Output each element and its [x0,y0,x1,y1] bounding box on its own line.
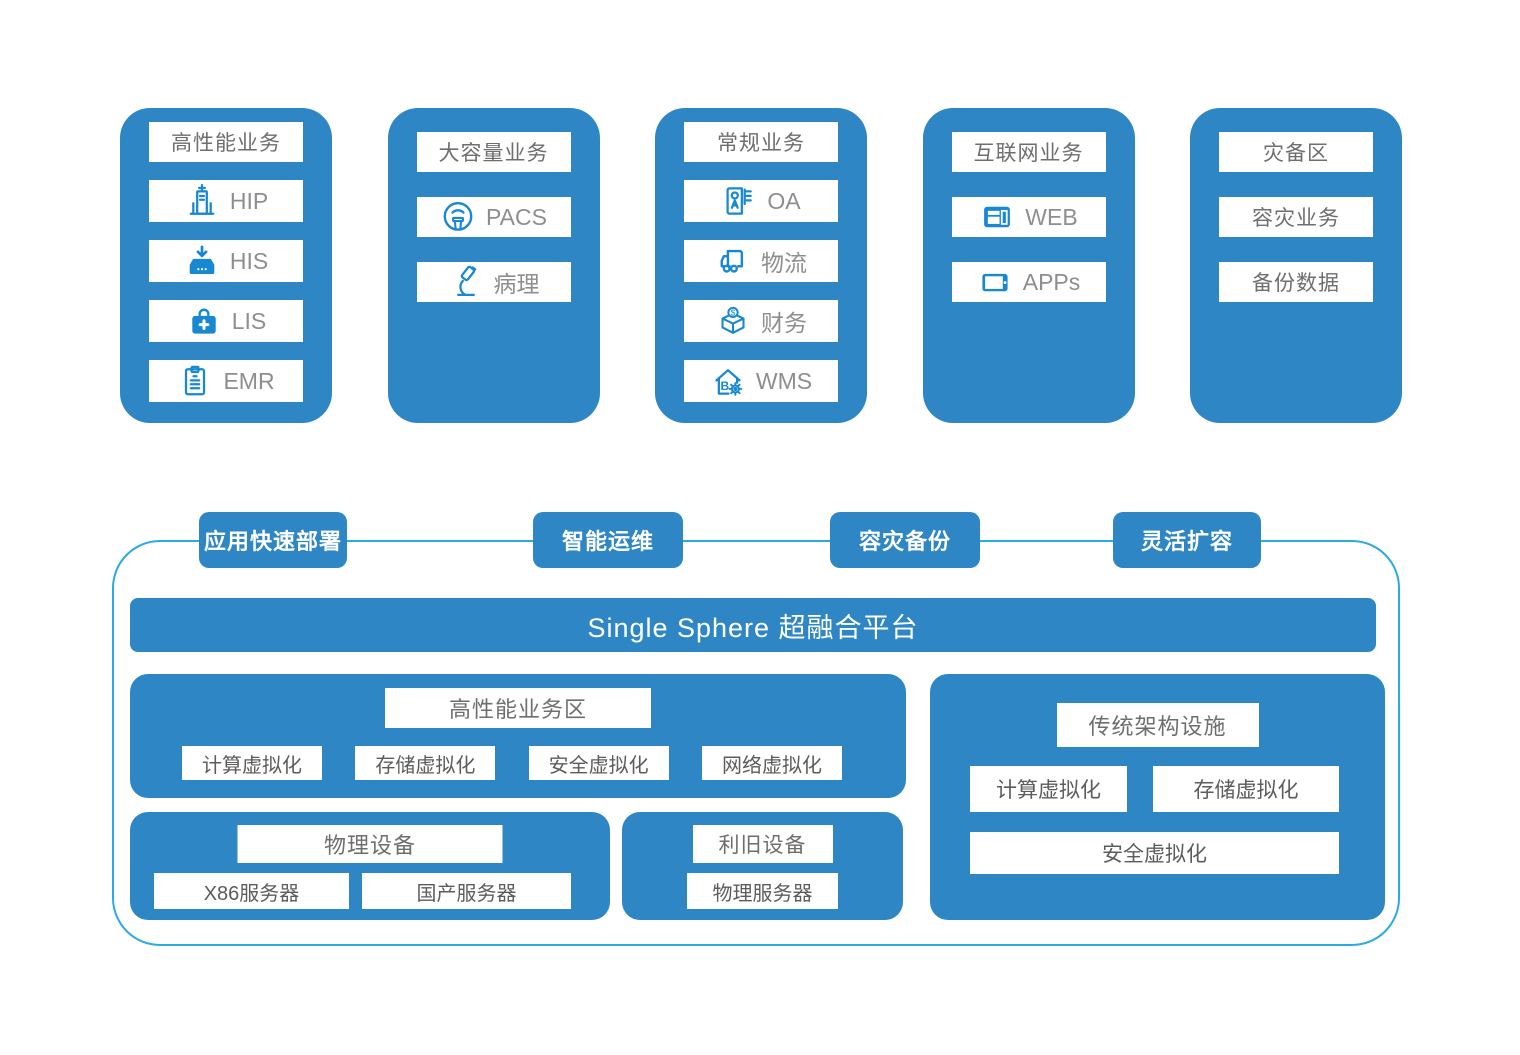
business-cards-row: 高性能业务 HIP HIS LIS EMR 大容量业务 PACS 病理 常规业务 OA 物流 $ 财务 B… [120,108,1402,423]
finance-box-icon: $ [715,303,751,339]
card-item-label: HIS [229,247,269,274]
id-card-icon [721,183,757,219]
virtualization-boxes-row: 安全虚拟化 [970,832,1339,874]
section-title: 传统架构设施 [1056,703,1259,747]
card-item-label: 病理 [493,271,540,297]
card-item-label: WMS [755,367,813,394]
svg-text:$: $ [731,307,736,317]
card-item-label: 财务 [761,310,807,336]
business-card: 高性能业务 HIP HIS LIS EMR [120,108,332,423]
card-title: 常规业务 [684,122,838,162]
feature-button: 灵活扩容 [1113,512,1261,568]
card-item: HIS [149,240,303,282]
card-item-label: PACS [486,203,547,230]
platform-bar-label: Single Sphere 超融合平台 [587,612,919,643]
section-high-performance-zone: 高性能业务区 计算虚拟化存储虚拟化安全虚拟化网络虚拟化 [130,674,906,798]
virtualization-box: 网络虚拟化 [701,746,842,780]
card-title: 灾备区 [1219,132,1373,172]
platform-outline-border [112,540,1400,946]
card-item-label: 物流 [761,250,807,276]
svg-text:B: B [720,379,729,393]
virtualization-box: 计算虚拟化 [970,766,1127,812]
virtualization-boxes-row: 计算虚拟化存储虚拟化安全虚拟化网络虚拟化 [182,746,842,780]
server-box: X86服务器 [154,873,349,909]
feature-button: 应用快速部署 [199,512,347,568]
card-title: 高性能业务 [149,122,303,162]
feature-button: 智能运维 [533,512,683,568]
section-traditional-infrastructure: 传统架构设施 计算虚拟化存储虚拟化 安全虚拟化 [930,674,1385,920]
section-physical-devices: 物理设备 X86服务器国产服务器 [130,812,610,920]
section-title: 利旧设备 [692,825,833,863]
warehouse-gear-icon: B [710,363,746,399]
virtualization-box: 存储虚拟化 [355,746,496,780]
platform-bar: Single Sphere 超融合平台 [130,598,1376,652]
card-item: PACS [416,197,571,237]
business-card: 大容量业务 PACS 病理 [387,108,600,423]
card-item-label: APPs [1022,268,1081,295]
card-item: B WMS [684,360,838,402]
card-item: 备份数据 [1219,262,1373,302]
microscope-icon [448,264,484,300]
card-item-label: WEB [1025,203,1078,230]
first-aid-kit-icon [186,303,222,339]
feature-button: 容灾备份 [830,512,980,568]
card-item-label: HIP [229,187,269,214]
card-item-label: OA [767,187,801,214]
hospital-icon [184,183,220,219]
card-item-label: EMR [223,367,275,394]
card-item: $ 财务 [684,300,838,342]
business-card: 常规业务 OA 物流 $ 财务 B WMS [655,108,867,423]
virtualization-box: 存储虚拟化 [1153,766,1339,812]
card-title: 大容量业务 [416,132,571,172]
virtualization-box: 计算虚拟化 [182,746,322,780]
his-inbox-icon [184,243,220,279]
card-item: 容灾业务 [1219,197,1373,237]
virtualization-box: 安全虚拟化 [970,832,1339,874]
section-title: 物理设备 [237,825,503,863]
clipboard-icon [177,363,213,399]
truck-icon [715,243,751,279]
ct-scanner-icon [440,199,476,235]
server-box: 国产服务器 [362,873,571,909]
card-item-label: 备份数据 [1252,272,1340,295]
virtualization-box: 安全虚拟化 [528,746,669,780]
tablet-icon [977,264,1013,300]
card-item: WEB [951,197,1106,237]
card-item: OA [684,180,838,222]
card-item: 物流 [684,240,838,282]
card-item: APPs [951,262,1106,302]
business-card: 互联网业务 WEB APPs [922,108,1135,423]
section-title: 高性能业务区 [385,688,651,728]
card-item: HIP [149,180,303,222]
business-card: 灾备区容灾业务备份数据 [1190,108,1402,423]
section-reused-devices: 利旧设备 物理服务器 [622,812,903,920]
server-boxes-row: X86服务器国产服务器 [154,873,571,909]
server-boxes-row: 物理服务器 [622,873,903,909]
card-item: 病理 [416,262,571,302]
card-title: 互联网业务 [951,132,1106,172]
card-item: EMR [149,360,303,402]
card-item-label: 容灾业务 [1252,207,1340,230]
card-item-label: LIS [231,307,267,334]
server-box: 物理服务器 [687,873,838,909]
card-item: LIS [149,300,303,342]
virtualization-boxes-row: 计算虚拟化存储虚拟化 [970,766,1339,812]
browser-icon [979,199,1015,235]
